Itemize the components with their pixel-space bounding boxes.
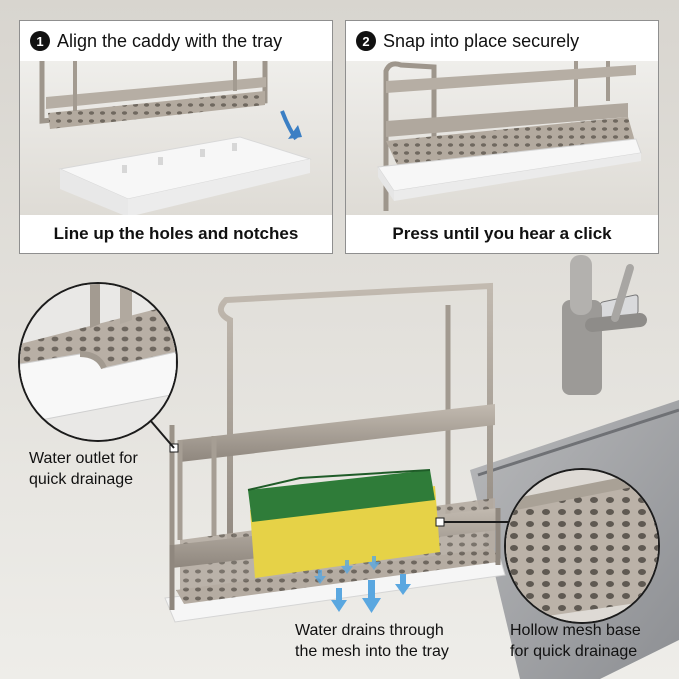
callout-water-drains: Water drains through the mesh into the t… bbox=[295, 620, 449, 662]
align-illustration bbox=[39, 61, 312, 217]
callout-hollow-mesh: Hollow mesh base for quick drainage bbox=[510, 620, 641, 662]
mesh-closeup bbox=[506, 470, 658, 622]
callout-line: Water drains through bbox=[295, 622, 444, 639]
step-number-badge: 1 bbox=[30, 31, 50, 51]
step-header: 1 Align the caddy with the tray bbox=[20, 21, 332, 61]
callout-water-outlet: Water outlet for quick drainage bbox=[29, 448, 138, 490]
zoom-hollow-mesh bbox=[504, 468, 660, 624]
step-header: 2 Snap into place securely bbox=[346, 21, 658, 61]
callout-line: Hollow mesh base bbox=[510, 622, 641, 639]
step-caption: Line up the holes and notches bbox=[20, 215, 332, 253]
step-photo-align bbox=[20, 61, 332, 217]
faucet bbox=[562, 255, 647, 395]
snap-illustration bbox=[377, 61, 642, 211]
outlet-closeup bbox=[20, 284, 176, 440]
step-title: Align the caddy with the tray bbox=[57, 30, 283, 51]
callout-line: the mesh into the tray bbox=[295, 643, 449, 660]
water-drain-arrows bbox=[314, 556, 411, 613]
zoom-water-outlet bbox=[18, 282, 178, 442]
mesh-leader-marker bbox=[435, 517, 445, 527]
step-number-badge: 2 bbox=[356, 31, 376, 51]
callout-line: for quick drainage bbox=[510, 643, 638, 660]
callout-line: Water outlet for bbox=[29, 450, 138, 467]
step-photo-snap bbox=[346, 61, 658, 217]
callout-line: quick drainage bbox=[29, 471, 134, 488]
step-panel-1: 1 Align the caddy with the tray bbox=[19, 20, 333, 254]
step-title: Snap into place securely bbox=[383, 30, 580, 51]
sink-caddy bbox=[164, 282, 506, 623]
outlet-leader-line bbox=[149, 419, 175, 449]
step-panel-2: 2 Snap into place securely Press until y… bbox=[345, 20, 659, 254]
step-caption: Press until you hear a click bbox=[346, 215, 658, 253]
sponge bbox=[247, 469, 440, 578]
